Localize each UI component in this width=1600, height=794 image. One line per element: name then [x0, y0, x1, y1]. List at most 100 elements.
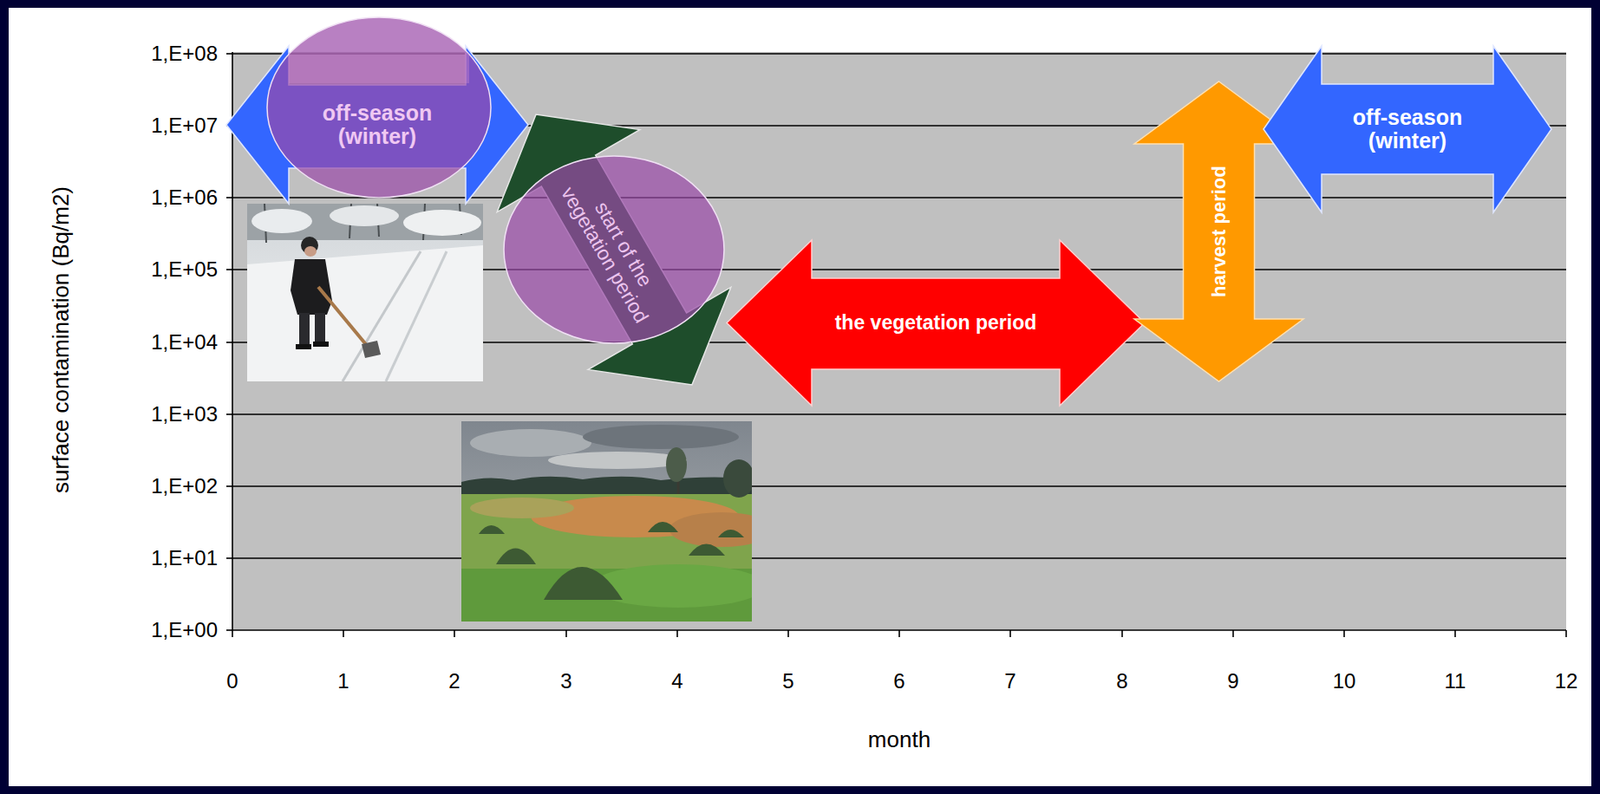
off-season-arrow: off-season (winter)	[226, 45, 529, 204]
shoveling-man-part	[313, 341, 329, 347]
axis-tick-label: 9	[1189, 669, 1277, 694]
snow-photo-part	[342, 251, 421, 382]
highlight-ellipse	[503, 156, 725, 344]
plot-area-part-part	[453, 630, 456, 638]
plot-area-part-part	[232, 413, 1567, 416]
plot-area-part-part	[226, 52, 233, 55]
axis-tick-label: 8	[1078, 669, 1166, 694]
snow-photo-part	[329, 205, 399, 227]
haystack-painting-part	[723, 459, 752, 498]
snow-photo-part	[247, 203, 484, 382]
arrow-label: the vegetation period	[835, 312, 1038, 334]
plot-area-part-part	[1232, 630, 1235, 638]
axis-title: month	[769, 725, 1030, 754]
axis-tick-label: 11	[1411, 669, 1499, 694]
haystack-painting-part	[591, 564, 752, 608]
plot-area-part-part	[342, 630, 345, 638]
plot-area-part-part	[787, 630, 790, 638]
axis-tick-label: 1,E+05	[150, 257, 218, 282]
plot-area-part-part	[232, 557, 1567, 560]
haystack-painting-part-part	[647, 522, 679, 533]
axis-tick-label: 1,E+06	[150, 185, 218, 210]
plot-area-part-part	[226, 413, 233, 416]
axis-tick-label: 3	[522, 669, 610, 694]
plot-area-part-part	[226, 268, 233, 271]
plot-area-part-part	[226, 485, 233, 488]
haystack-painting-part	[470, 429, 592, 458]
arrow-label: off-season (winter)	[312, 101, 443, 150]
snow-photo-part	[251, 208, 313, 234]
axis-tick-label: 0	[189, 669, 276, 694]
axis-tick-label: 1,E+08	[150, 41, 218, 66]
axis-tick-label: 12	[1522, 669, 1600, 694]
haystack-painting	[461, 421, 752, 622]
haystack-painting-part	[582, 424, 739, 450]
shoveling-man	[290, 236, 381, 359]
axis-tick-label: 1,E+02	[150, 474, 218, 499]
axis-tick-label: 1,E+01	[150, 546, 218, 571]
axis-tick-label: 4	[633, 669, 721, 694]
plot-area-part-part	[231, 52, 234, 631]
plot-area-part-part	[232, 485, 1567, 488]
shoveling-man-part	[295, 344, 312, 350]
snow-photo-part	[247, 245, 484, 382]
double-arrow-shape	[1263, 45, 1552, 213]
plot-area-part-part	[676, 630, 679, 638]
shoveling-man-part	[299, 313, 310, 348]
haystack-painting-part	[470, 497, 575, 519]
plot-area-part-part	[226, 341, 233, 344]
axis-tick-label: 7	[966, 669, 1054, 694]
arrow-label: harvest period	[1208, 165, 1229, 298]
plot-area-part-part	[565, 630, 568, 638]
axis-tick-label: 5	[744, 669, 832, 694]
haystack-painting-part	[548, 451, 687, 470]
snow-photo-part	[403, 209, 482, 236]
haystack-painting-part-part	[718, 529, 745, 538]
plot-area-part-part	[226, 557, 233, 560]
axis-tick-label: 1	[300, 669, 387, 694]
shoveling-man-part	[361, 340, 381, 359]
chart-area	[8, 7, 1592, 787]
axis-tick-label: 10	[1300, 669, 1388, 694]
plot-area-part-part	[1009, 630, 1012, 638]
plot-area-part-part	[231, 630, 234, 638]
axis-tick-label: 1,E+04	[150, 330, 218, 355]
haystack-painting-part-part	[478, 525, 505, 535]
shoveling-man-part	[304, 246, 317, 257]
plot-area-part-part	[232, 196, 1567, 199]
highlight-band	[288, 52, 470, 84]
axis-tick-label: 6	[855, 669, 943, 694]
vegetation-period-arrow: the vegetation period	[726, 240, 1145, 406]
haystack-painting-part-part	[496, 548, 536, 566]
haystack-painting-part	[461, 476, 752, 495]
axis-title: surface contamination (Bq/m2)	[46, 97, 75, 583]
double-arrow-shape	[464, 73, 765, 427]
snow-photo-part	[247, 203, 484, 241]
plot-area-part-part	[1454, 630, 1457, 638]
haystack-painting-part-part	[688, 544, 725, 557]
plot-area-part-part	[226, 196, 233, 199]
axis-tick-label: 2	[411, 669, 498, 694]
off-season-arrow: off-season (winter)	[1263, 45, 1552, 213]
axis-tick-label: 1,E+03	[150, 402, 218, 427]
shoveling-man-part	[290, 259, 333, 315]
haystack-painting-part	[669, 512, 752, 548]
plot-area-part-part	[1121, 630, 1124, 638]
snow-photo	[247, 203, 484, 382]
plot-area-part-part	[226, 629, 233, 632]
snow-photo-part	[385, 251, 447, 382]
double-arrow-shape	[726, 240, 1145, 406]
shoveling-man-part	[318, 287, 369, 348]
plot-area-part-part	[898, 630, 901, 638]
haystack-painting-part-part	[543, 567, 623, 601]
plot-area-part-part	[1343, 630, 1346, 638]
highlight-ellipse	[267, 17, 491, 198]
axis-tick-label: 1,E+07	[150, 113, 218, 138]
arrow-label: off-season (winter)	[1342, 105, 1473, 154]
plot-area-part-part	[1565, 630, 1568, 638]
axis-tick-label: 1,E+00	[150, 618, 218, 643]
shoveling-man-part	[314, 313, 326, 346]
haystack-painting-part	[478, 522, 745, 601]
